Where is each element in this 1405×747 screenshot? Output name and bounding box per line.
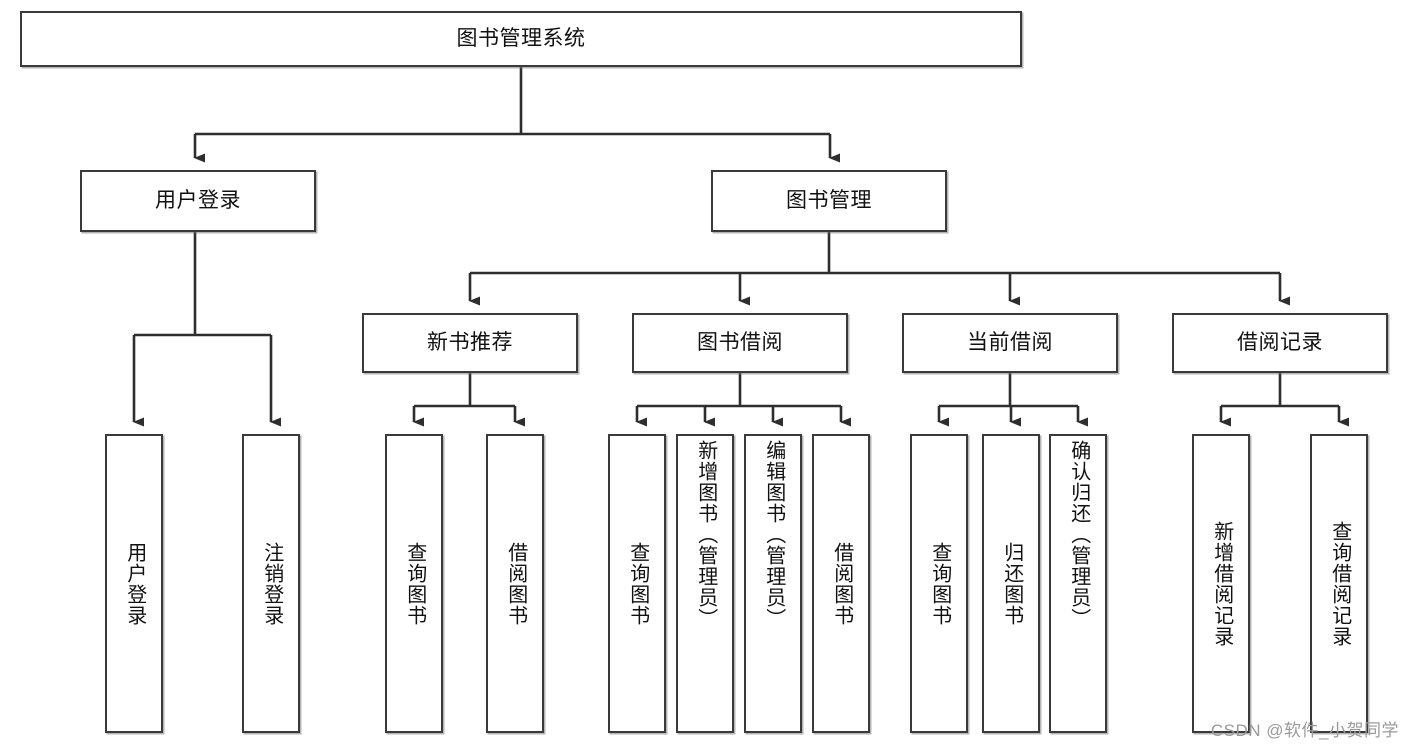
node-label: 查询图书 [403, 541, 426, 626]
node-label: 当前借阅 [967, 330, 1053, 354]
leaf-borrow-book-recommend[interactable]: 借阅图书 [486, 434, 544, 733]
node-label: 图书借阅 [697, 330, 783, 354]
node-book-manage[interactable]: 图书管理 [711, 170, 947, 232]
csdn-watermark: CSDN @软件_小贺同学 [1210, 721, 1399, 740]
leaf-user-logout[interactable]: 注销登录 [242, 434, 300, 733]
node-label: 注销登录 [260, 541, 283, 626]
node-label: 新增图书（管理员） [694, 440, 717, 629]
node-user-login[interactable]: 用户登录 [80, 170, 316, 232]
leaf-confirm-return-admin[interactable]: 确认归还（管理员） [1049, 434, 1107, 733]
node-label: 新书推荐 [427, 330, 513, 354]
leaf-borrow-book[interactable]: 借阅图书 [812, 434, 870, 733]
node-label: 借阅图书 [830, 541, 853, 626]
node-label: 查询图书 [928, 541, 951, 626]
node-label: 归还图书 [1000, 541, 1023, 626]
node-label: 借阅图书 [504, 541, 527, 626]
leaf-query-borrow-record[interactable]: 查询借阅记录 [1310, 434, 1368, 733]
leaf-query-book-current[interactable]: 查询图书 [910, 434, 968, 733]
node-new-book-recommend[interactable]: 新书推荐 [362, 313, 578, 373]
node-label: 查询借阅记录 [1328, 520, 1351, 647]
node-label: 查询图书 [626, 541, 649, 626]
leaf-add-book-admin[interactable]: 新增图书（管理员） [676, 434, 734, 733]
node-label: 用户登录 [123, 541, 146, 626]
node-label: 新增借阅记录 [1210, 520, 1233, 647]
leaf-query-book-borrow[interactable]: 查询图书 [608, 434, 666, 733]
leaf-query-book-recommend[interactable]: 查询图书 [385, 434, 443, 733]
node-label: 确认归还（管理员） [1067, 440, 1090, 629]
node-label: 图书管理 [786, 188, 872, 212]
leaf-edit-book-admin[interactable]: 编辑图书（管理员） [744, 434, 802, 733]
node-label: 图书管理系统 [456, 26, 586, 50]
leaf-return-book[interactable]: 归还图书 [982, 434, 1040, 733]
node-borrow-record[interactable]: 借阅记录 [1172, 313, 1388, 373]
node-label: 编辑图书（管理员） [762, 440, 785, 629]
node-book-borrow[interactable]: 图书借阅 [632, 313, 848, 373]
leaf-add-borrow-record[interactable]: 新增借阅记录 [1192, 434, 1250, 733]
node-current-borrow[interactable]: 当前借阅 [902, 313, 1118, 373]
node-label: 用户登录 [155, 188, 241, 212]
leaf-user-login[interactable]: 用户登录 [105, 434, 163, 733]
node-label: 借阅记录 [1237, 330, 1323, 354]
node-root-system[interactable]: 图书管理系统 [20, 11, 1022, 67]
